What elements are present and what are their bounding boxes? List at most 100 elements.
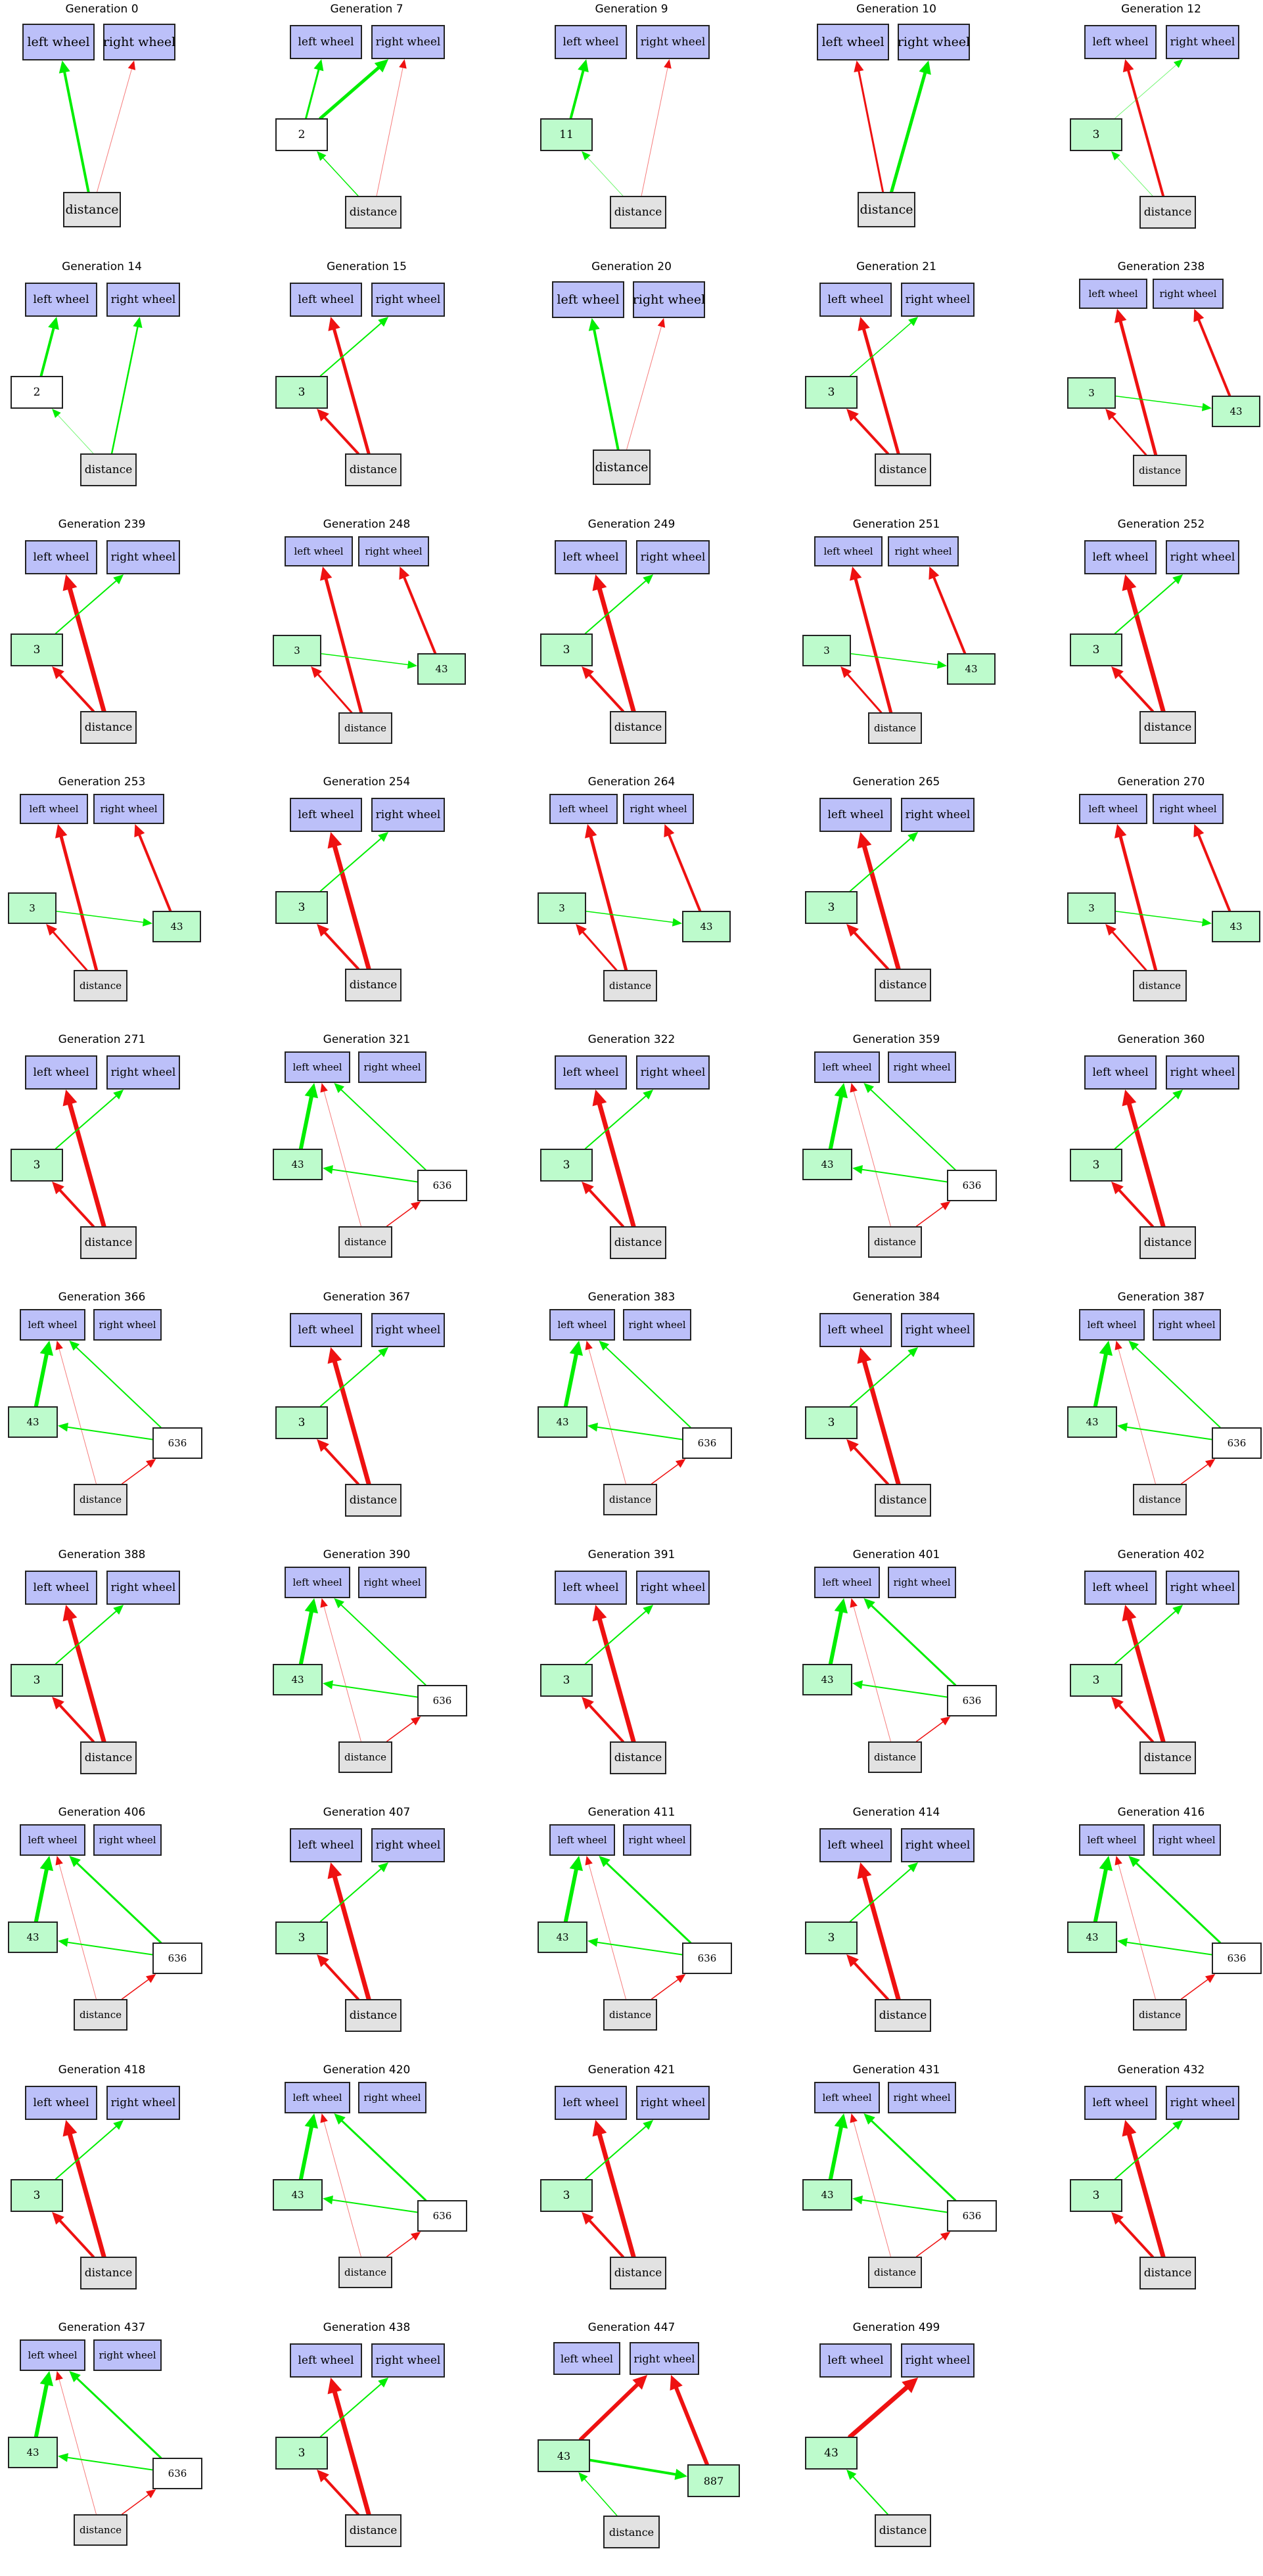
connection-edge xyxy=(1111,2212,1154,2258)
hidden-node: 636 xyxy=(682,1943,732,1974)
connection-edge xyxy=(641,59,672,196)
network-edges xyxy=(846,317,919,455)
left-wheel-node: left wheel xyxy=(290,2343,362,2378)
generation-title: Generation 9 xyxy=(595,3,668,16)
hidden-node: 3 xyxy=(1070,118,1122,151)
left-wheel-node: left wheel xyxy=(20,1824,85,1856)
hidden-node: 3 xyxy=(1070,1149,1122,1182)
connection-edge xyxy=(386,1201,421,1227)
connection-edge xyxy=(34,1341,54,1408)
connection-edge xyxy=(589,2458,687,2480)
connection-edge xyxy=(592,1605,636,1744)
connection-edge xyxy=(58,2452,153,2471)
distance-node: distance xyxy=(875,1999,931,2032)
generation-title: Generation 367 xyxy=(323,1291,411,1304)
network-edges xyxy=(1111,2120,1183,2259)
connection-edge xyxy=(849,832,919,892)
generation-title: Generation 253 xyxy=(58,775,146,789)
hidden-node: 3 xyxy=(540,1664,593,1697)
hidden-node: 3 xyxy=(11,1149,63,1182)
distance-node: distance xyxy=(868,1226,922,1258)
connection-edge xyxy=(1180,1459,1216,1484)
hidden-node: 636 xyxy=(417,2200,467,2232)
left-wheel-node: left wheel xyxy=(553,2342,620,2375)
distance-node: distance xyxy=(338,1226,392,1258)
generation-title: Generation 322 xyxy=(587,1033,676,1046)
hidden-node: 43 xyxy=(802,1664,852,1695)
right-wheel-node: right wheel xyxy=(630,2342,699,2375)
connection-edge xyxy=(850,2113,891,2257)
left-wheel-node: left wheel xyxy=(549,1309,615,1341)
left-wheel-node: left wheel xyxy=(20,2339,85,2371)
left-wheel-node: left wheel xyxy=(814,1051,880,1083)
connection-edge xyxy=(317,1439,359,1485)
network-edges xyxy=(563,1856,692,2000)
connection-edge xyxy=(828,1083,848,1151)
right-wheel-node: right wheel xyxy=(93,1309,162,1341)
connection-edge xyxy=(846,924,889,970)
network-edges xyxy=(317,1347,389,1486)
connection-edge xyxy=(319,832,389,892)
network-edges xyxy=(1111,1090,1183,1229)
hidden-node: 2 xyxy=(275,118,328,151)
connection-edge xyxy=(863,1598,957,1686)
network-edges xyxy=(317,832,389,971)
hidden-node: 3 xyxy=(540,2179,593,2212)
hidden-node: 43 xyxy=(538,2439,590,2472)
network-edges xyxy=(854,60,931,194)
hidden-node: 3 xyxy=(538,892,586,924)
right-wheel-node: right wheel xyxy=(93,2339,162,2371)
right-wheel-node: right wheel xyxy=(371,283,445,317)
distance-node: distance xyxy=(610,1226,666,1259)
network-edges xyxy=(840,566,967,714)
right-wheel-node: right wheel xyxy=(636,1571,710,1605)
connection-edge xyxy=(651,1459,686,1484)
connection-edge xyxy=(52,2212,95,2258)
hidden-node: 3 xyxy=(805,1921,858,1954)
generation-title: Generation 437 xyxy=(58,2321,146,2334)
connection-edge xyxy=(592,1090,636,1229)
connection-edge xyxy=(55,1605,124,1665)
generation-title: Generation 7 xyxy=(330,3,403,16)
connection-edge xyxy=(298,2113,319,2181)
right-wheel-node: right wheel xyxy=(888,536,959,566)
hidden-node: 636 xyxy=(152,1427,202,1459)
hidden-node: 3 xyxy=(540,633,593,666)
hidden-node: 3 xyxy=(1070,2179,1122,2212)
distance-node: distance xyxy=(603,1484,657,1515)
hidden-node: 3 xyxy=(275,1921,328,1954)
network-edges xyxy=(317,317,389,455)
hidden-node: 3 xyxy=(275,376,328,409)
left-wheel-node: left wheel xyxy=(285,2082,350,2113)
connection-edge xyxy=(298,1083,319,1151)
connection-edge xyxy=(334,1598,426,1686)
connection-edge xyxy=(1122,2120,1166,2259)
connection-edge xyxy=(846,409,889,455)
right-wheel-node: right wheel xyxy=(623,1824,691,1856)
connection-edge xyxy=(582,1697,624,1743)
left-wheel-node: left wheel xyxy=(552,281,624,318)
generation-title: Generation 390 xyxy=(323,1548,411,1561)
network-edges xyxy=(576,824,702,972)
right-wheel-node: right wheel xyxy=(888,1051,956,1083)
connection-edge xyxy=(863,1083,956,1170)
connection-edge xyxy=(1105,924,1147,971)
connection-edge xyxy=(319,566,363,714)
connection-edge xyxy=(563,1341,584,1408)
hidden-node: 43 xyxy=(682,911,731,942)
connection-edge xyxy=(320,1598,361,1742)
generation-title: Generation 387 xyxy=(1117,1291,1205,1304)
connection-edge xyxy=(317,409,359,455)
right-wheel-node: right wheel xyxy=(106,283,180,317)
connection-edge xyxy=(319,59,389,120)
connection-edge xyxy=(1114,1605,1183,1665)
